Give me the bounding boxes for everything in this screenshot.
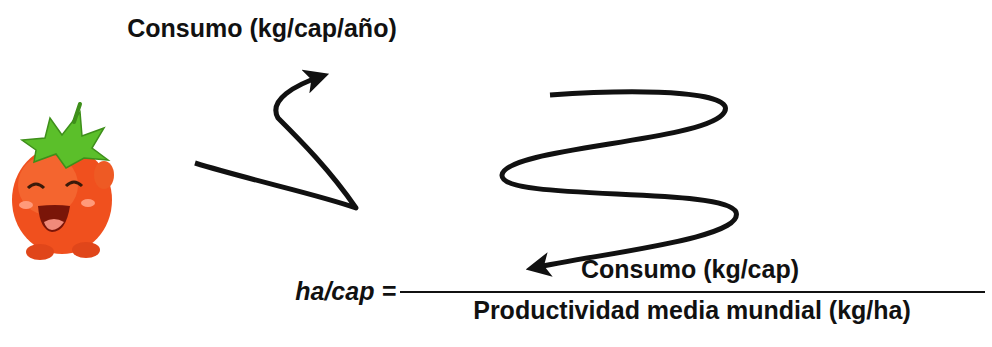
zigzag-arrow [502, 92, 736, 268]
denominator: Productividad media mundial (kg/ha) [473, 296, 911, 325]
numerator: Consumo (kg/cap) [581, 255, 799, 284]
axis-label: Consumo (kg/cap/año) [127, 14, 396, 43]
formula-lhs: ha/cap = [295, 277, 396, 306]
fraction-bar [400, 291, 985, 293]
tomato-illustration [12, 104, 114, 260]
curved-arrow [195, 76, 356, 208]
